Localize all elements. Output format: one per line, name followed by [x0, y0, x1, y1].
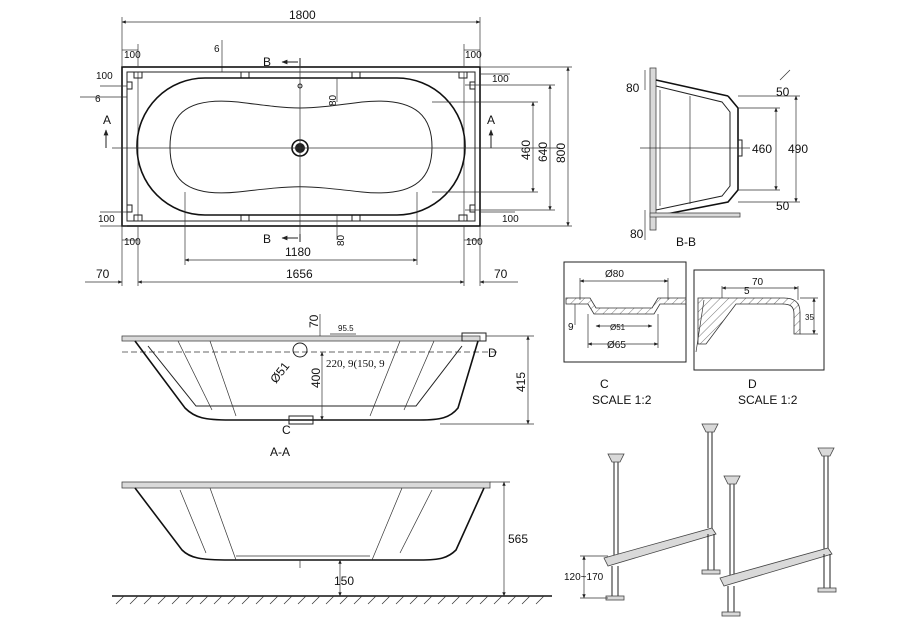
plan-section-a-right: A [487, 113, 495, 127]
detail-c-dia-51: Ø51 [610, 323, 626, 332]
plan-overall-length: 1800 [289, 8, 316, 22]
aa-dim-70: 70 [307, 314, 321, 328]
legs-view: 120~170 [564, 423, 837, 617]
detail-c-scale: SCALE 1:2 [592, 393, 652, 407]
elev-leg-150: 150 [334, 574, 354, 588]
aa-drain-dia: Ø51 [267, 359, 292, 386]
bb-dim-50-bottom: 50 [776, 199, 790, 213]
plan-inner-length: 1180 [285, 245, 311, 259]
plan-section-b-bottom: B [263, 232, 271, 246]
plan-height-800: 800 [554, 143, 568, 163]
detail-d-dim-70: 70 [752, 277, 764, 288]
plan-offset-6-left: 6 [95, 94, 101, 105]
floor-hatch [115, 595, 545, 605]
bb-depth-490: 490 [788, 142, 808, 156]
bb-title: B-B [676, 235, 696, 249]
legs-adjust: 120~170 [564, 572, 604, 583]
plan-dim-100-rt: 100 [492, 74, 509, 85]
section-aa-view: Ø51 70 95.5 220, 9(150, 9 400 415 C D A-… [121, 314, 534, 459]
detail-c-view: Ø80 9 Ø51 Ø65 C SCALE 1:2 [563, 261, 687, 407]
bb-dim-80-top: 80 [626, 81, 640, 95]
detail-c-dim-9: 9 [568, 322, 574, 333]
plan-dim-100-lt: 100 [96, 71, 113, 82]
aa-dim-95: 95.5 [338, 324, 354, 333]
plan-offset-6-top: 6 [214, 44, 220, 55]
plan-height-640: 640 [536, 142, 550, 162]
front-elevation-view: 565 150 [112, 481, 552, 605]
detail-d-scale: SCALE 1:2 [738, 393, 798, 407]
aa-title: A-A [270, 445, 290, 459]
plan-section-b-top: B [263, 55, 271, 69]
plan-dim-80-bottom: 80 [336, 234, 347, 246]
plan-height-460: 460 [519, 140, 533, 160]
plan-dim-100-bl: 100 [124, 237, 141, 248]
elev-height-565: 565 [508, 532, 528, 546]
detail-d-view: 70 5 35 D SCALE 1:2 [693, 269, 825, 407]
detail-c-dia-80: Ø80 [605, 269, 624, 280]
plan-frame-length: 1656 [286, 267, 313, 281]
aa-marker-d: D [488, 346, 497, 360]
detail-d-title: D [748, 377, 757, 391]
plan-dim-100-lb: 100 [98, 214, 115, 225]
bb-dim-50-top: 50 [776, 85, 790, 99]
plan-margin-right: 70 [494, 267, 508, 281]
section-bb-view: 80 80 50 50 460 490 B-B [626, 67, 808, 249]
plan-dim-100-br: 100 [466, 237, 483, 248]
bb-dim-80-bottom: 80 [630, 227, 644, 241]
aa-marker-c: C [282, 423, 291, 437]
bb-depth-460: 460 [752, 142, 772, 156]
plan-dim-100-tr: 100 [465, 50, 482, 61]
detail-c-title: C [600, 377, 609, 391]
detail-c-dia-65: Ø65 [607, 340, 626, 351]
detail-d-dim-5: 5 [744, 286, 750, 297]
aa-depth-415: 415 [514, 372, 528, 392]
plan-section-a-left: A [103, 113, 111, 127]
plan-dim-100-rb: 100 [502, 214, 519, 225]
plan-dim-100-tl: 100 [124, 50, 141, 61]
detail-d-dim-35: 35 [805, 313, 814, 322]
plan-dim-80-top: 80 [328, 94, 339, 106]
aa-depth-400: 400 [309, 368, 323, 388]
plan-margin-left: 70 [96, 267, 110, 281]
aa-note: 220, 9(150, 9 [326, 358, 385, 370]
plan-view: 1800 100 100 6 [80, 8, 572, 286]
